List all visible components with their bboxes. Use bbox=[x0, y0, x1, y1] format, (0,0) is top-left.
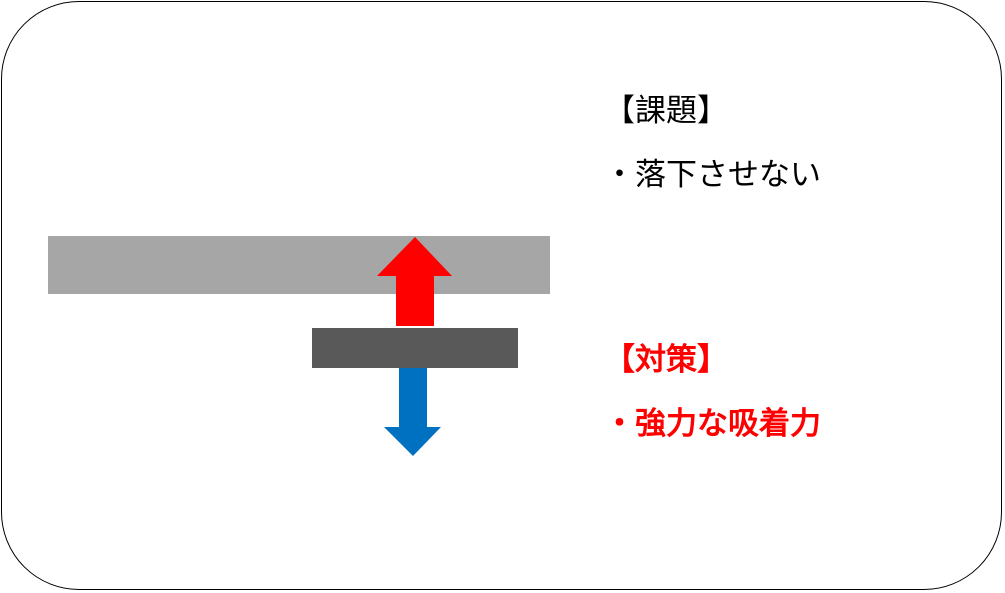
issue-item: ・落下させない bbox=[604, 157, 821, 193]
measure-item: ・強力な吸着力 bbox=[604, 406, 821, 442]
issue-heading: 【課題】 bbox=[604, 93, 728, 129]
arrow-down-icon bbox=[384, 368, 441, 456]
arrow-up-icon bbox=[377, 237, 452, 326]
lower-plate bbox=[312, 328, 518, 368]
upper-plate bbox=[48, 236, 550, 294]
measure-heading: 【対策】 bbox=[604, 342, 728, 378]
